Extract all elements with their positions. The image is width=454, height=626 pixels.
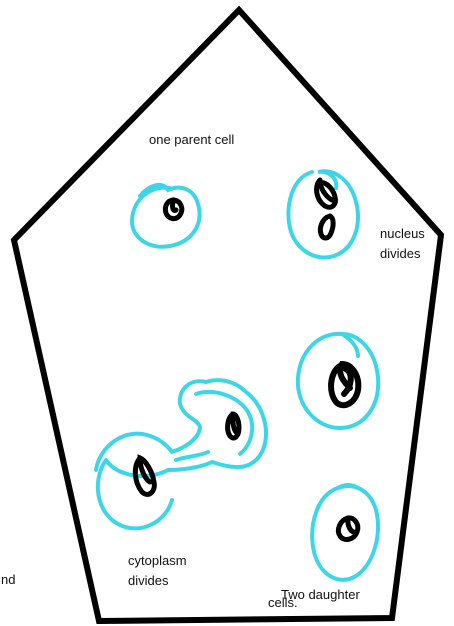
lower-daughter-nucleus xyxy=(335,515,361,542)
daughter-cells-label-line2: cells. xyxy=(268,595,298,610)
upper-nucleus xyxy=(314,177,338,210)
cytoplasm-divides-label-line1: cytoplasm xyxy=(128,553,187,568)
dumbbell-inner-stroke xyxy=(174,390,255,462)
upper-daughter-nucleus xyxy=(328,360,362,409)
parent-cell-label: one parent cell xyxy=(149,132,235,147)
pentagon-frame xyxy=(10,5,445,625)
edge-text-fragment: nd xyxy=(1,572,16,587)
right-daughter-nucleus xyxy=(225,411,242,441)
nucleus-divides-label-line1: nucleus xyxy=(380,226,425,241)
dividing-cell-membrane xyxy=(286,169,360,260)
lower-daughter-cell xyxy=(310,483,380,582)
cytoplasm-divides-label-line2: divides xyxy=(128,573,169,588)
nucleus-divides-label-line2: divides xyxy=(380,246,421,261)
nucleus-dividing-cell xyxy=(286,169,360,260)
parent-cell xyxy=(130,182,202,249)
lower-nucleus xyxy=(317,213,336,241)
upper-daughter-membrane xyxy=(295,331,381,431)
lower-daughter-membrane xyxy=(310,483,380,582)
upper-daughter-cell xyxy=(295,331,381,431)
left-daughter-nucleus xyxy=(132,454,157,497)
cytoplasm-dividing-cell xyxy=(94,378,268,531)
parent-cell-nucleus xyxy=(162,197,185,222)
parent-cell-membrane xyxy=(130,182,202,249)
daughter-cells-label-line1: Two daughter xyxy=(281,587,360,602)
